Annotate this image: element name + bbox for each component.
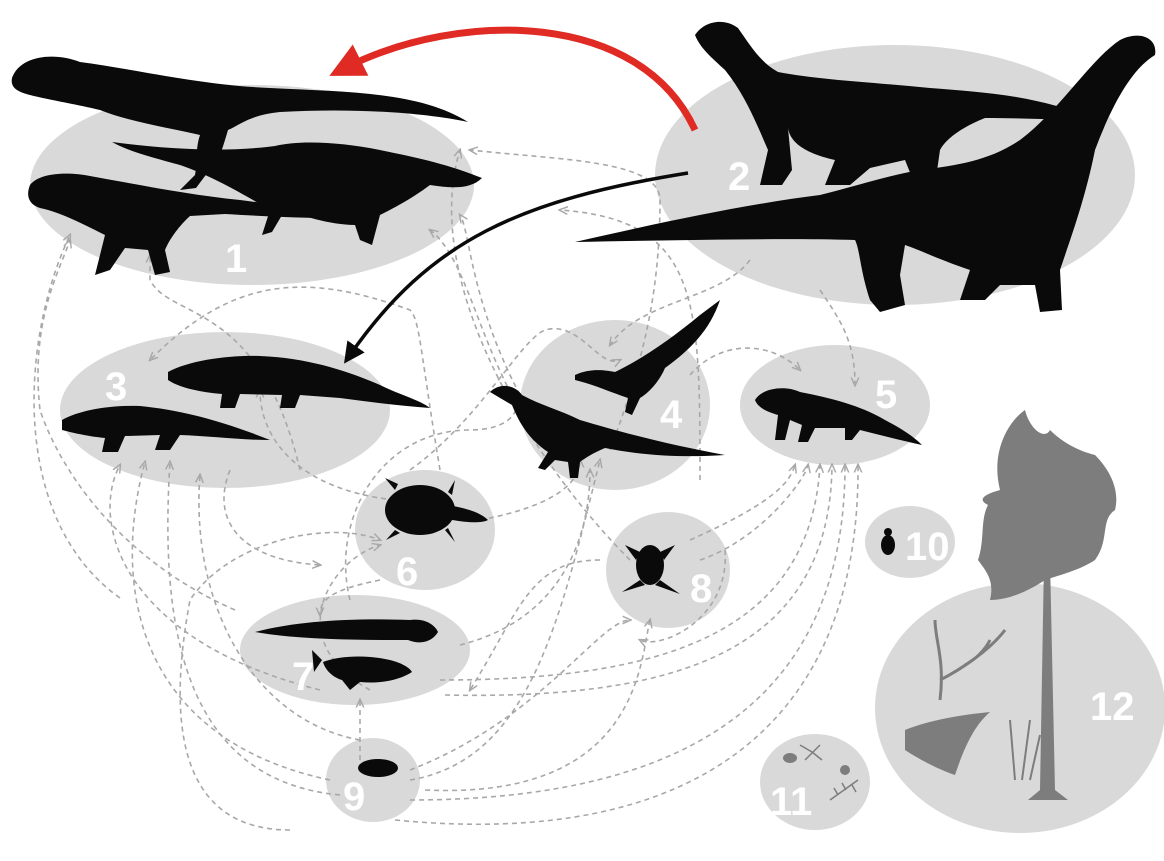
label-group-11: 11 bbox=[770, 780, 812, 824]
label-group-5: 5 bbox=[875, 373, 897, 417]
bubble-group-7 bbox=[240, 595, 470, 705]
label-group-7: 7 bbox=[292, 655, 314, 699]
label-group-1: 1 bbox=[225, 237, 247, 281]
label-group-3: 3 bbox=[105, 365, 127, 409]
label-group-4: 4 bbox=[660, 393, 683, 437]
label-group-2: 2 bbox=[728, 155, 750, 199]
label-group-6: 6 bbox=[396, 550, 418, 594]
label-group-8: 8 bbox=[690, 567, 712, 611]
label-group-9: 9 bbox=[343, 775, 365, 819]
label-group-10: 10 bbox=[905, 525, 950, 569]
bubble-group-9 bbox=[326, 738, 420, 822]
label-group-12: 12 bbox=[1090, 685, 1135, 729]
